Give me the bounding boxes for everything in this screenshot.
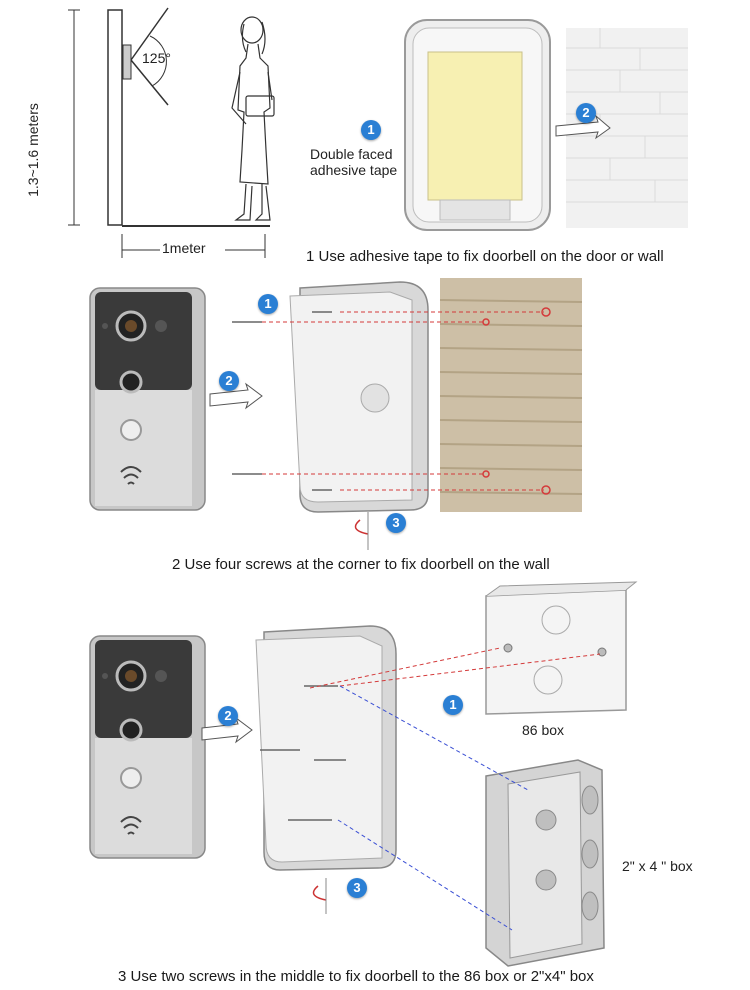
step3-badge-3: 3 (347, 878, 367, 898)
box86-label: 86 box (522, 722, 565, 738)
angle-label: 125° (142, 50, 171, 66)
tape-label-line1: Double faced (310, 146, 393, 162)
step2-caption: 2 Use four screws at the corner to fix d… (172, 556, 550, 573)
step2-badge-1: 1 (258, 294, 278, 314)
step3-caption: 3 Use two screws in the middle to fix do… (118, 968, 594, 985)
tape-label-line2: adhesive tape (310, 162, 398, 178)
step1-caption: 1 Use adhesive tape to fix doorbell on t… (306, 248, 664, 265)
step3-badge-2: 2 (218, 706, 238, 726)
step1-badge-1: 1 (361, 120, 381, 140)
distance-label: 1meter (162, 240, 206, 256)
step3-badge-1: 1 (443, 695, 463, 715)
box2x4-label: 2" x 4 " box (622, 858, 693, 874)
step2-badge-2: 2 (219, 371, 239, 391)
height-diagram (68, 7, 275, 258)
four-screw-diagram (89, 278, 583, 550)
backplate-with-tape (404, 19, 688, 231)
step2-badge-3: 3 (386, 513, 406, 533)
step1-badge-2: 2 (576, 103, 596, 123)
